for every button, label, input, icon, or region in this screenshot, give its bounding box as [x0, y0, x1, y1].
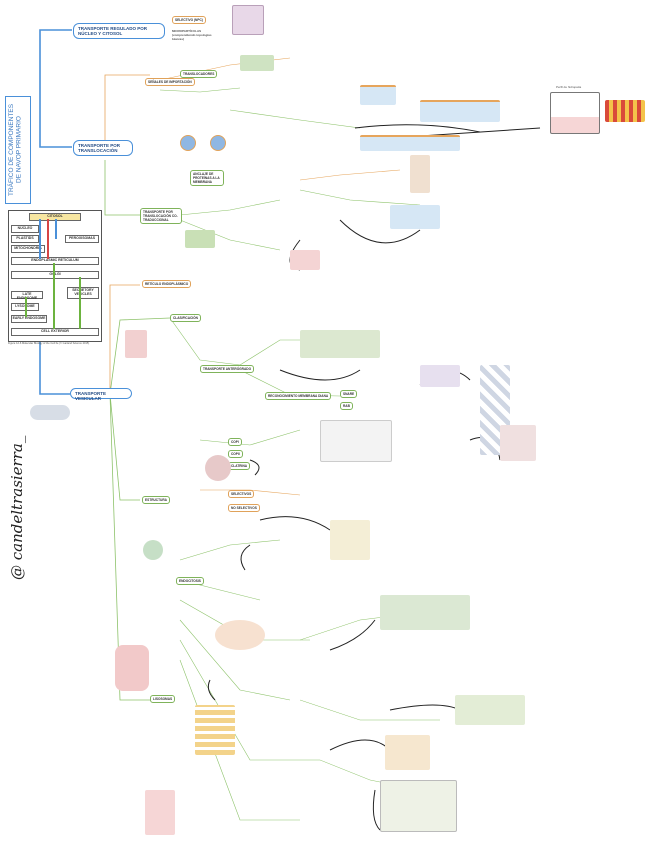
tag-classification: CLASIFICACIÓN	[170, 314, 201, 322]
tag-selective: SELECTIVOS	[228, 490, 255, 498]
tag-non-selective: NO SELECTIVOS	[228, 504, 260, 512]
arrow-green-1	[53, 263, 55, 329]
golgi-stack-figure	[195, 705, 235, 755]
tag-cotranslational: TRANSPORTE POR TRANSLOCACIÓN CO-TRADUCCI…	[140, 208, 182, 224]
autophagy-figure	[455, 695, 525, 725]
row-plastids: PLASTIDS	[11, 235, 39, 243]
tag-target-recognition: RECONOCIMIENTO MEMBRANA DIANA	[265, 392, 332, 400]
er-ribosome-figure	[185, 230, 215, 248]
pathway-figure	[320, 420, 392, 462]
row-golgi: GOLGI	[11, 271, 99, 279]
compartment-diagram: CITOSOL NÚCLEO PLASTIDS PEROXISOMAS MITO…	[8, 210, 102, 342]
npc-figure	[232, 5, 264, 35]
budding-figure	[290, 250, 320, 270]
branch-translocation: TRANSPORTE POR TRANSLOCACIÓN	[73, 140, 133, 156]
diagram-caption: Figure 12-6 Molecular Biology of the Cel…	[8, 342, 90, 345]
vesicle-figure-1	[30, 405, 70, 420]
row-late-endosome: LATE ENDOSOME	[11, 291, 43, 300]
hydropathy-plot	[550, 92, 600, 134]
arrow-blue-1	[39, 219, 41, 259]
lyso-table-figure	[380, 780, 457, 832]
tag-er: RETÍCULO ENDOPLÁSMICO	[142, 280, 192, 288]
lyso-pathway-figure	[145, 790, 175, 835]
arrow-blue-2	[55, 219, 57, 239]
row-nucleus: NÚCLEO	[11, 225, 39, 233]
snare-figure	[420, 365, 460, 387]
row-secretory-vesicles: SECRETORY VESICLES	[67, 287, 99, 299]
tag-translocators: TRANSLOCADORES	[180, 70, 218, 78]
arrow-green-2	[79, 277, 81, 329]
row-mitochondria: MITOCHONDRIA	[11, 245, 45, 253]
tag-selective-npc: SELECTIVO (NPC)	[172, 16, 206, 24]
helix-figure	[605, 100, 645, 122]
row-cell-exterior: CELL EXTERIOR	[11, 328, 99, 336]
row-er: ENDOPLASMIC RETICULUM	[11, 257, 99, 265]
lysosome-figure	[115, 645, 149, 691]
branch-regulated-transport: TRANSPORTE REGULADO POR NÚCLEO Y CITOSOL	[73, 23, 165, 39]
tag-rab: RAB	[340, 402, 353, 410]
tag-endocytosis: ENDOCITOSIS	[176, 577, 204, 585]
golgi-figure	[125, 330, 147, 358]
membrane-figure-1	[360, 85, 396, 105]
cotrans-figure	[390, 205, 440, 229]
arrow-red-1	[47, 219, 49, 259]
tag-microparticles: MICROPARTÍCULAS (comprendiendo topología…	[172, 29, 212, 41]
hydropathy-plot-title: Perfil de hidropatía	[556, 85, 582, 89]
tag-structure: ESTRUCTURA	[142, 496, 170, 504]
tag-copi: COPI	[228, 438, 242, 446]
coat-figure-2	[500, 425, 536, 461]
tag-anterograde: TRANSPORTE ANTERÓGRADO	[200, 365, 255, 373]
mito-figure-2	[210, 135, 226, 151]
clathrin-figure	[143, 540, 163, 560]
vesicle-figure-2	[205, 455, 231, 481]
signal-seq-figure	[410, 155, 430, 193]
tag-copii: COPII	[228, 450, 243, 458]
arrow-green-3	[25, 297, 27, 317]
coat-figure-1	[300, 330, 380, 358]
row-peroxisomes: PEROXISOMAS	[65, 235, 99, 243]
mito-figure	[180, 135, 196, 151]
tag-clathrin: CLATRINA	[228, 462, 251, 470]
tag-lysosomes: LISOSOMAS	[150, 695, 176, 703]
author-handle: @ candeltrasierra_	[8, 435, 26, 580]
receptor-figure	[380, 595, 470, 630]
membrane-figure-3	[360, 135, 460, 151]
translocator-figure-1	[240, 55, 274, 71]
membrane-figure-2	[420, 100, 500, 122]
branch-vesicular: TRANSPORTE VESICULAR	[70, 388, 132, 401]
main-title: TRÁFICO DE COMPONENTES DE NAVOP PRIMARIO	[5, 96, 31, 204]
row-early-endosome: EARLY ENDOSOME	[11, 315, 47, 323]
tag-snare: SNARE	[340, 390, 358, 398]
tag-import-signals: SEÑALES DE IMPORTACIÓN	[145, 78, 195, 86]
tag-membrane-anchoring: ANCLAJE DE PROTEÍNAS A LA MEMBRANA	[190, 170, 224, 186]
endocytosis-figure	[330, 520, 370, 560]
oval-figure	[215, 620, 265, 650]
autophagy-figure-2	[385, 735, 430, 770]
